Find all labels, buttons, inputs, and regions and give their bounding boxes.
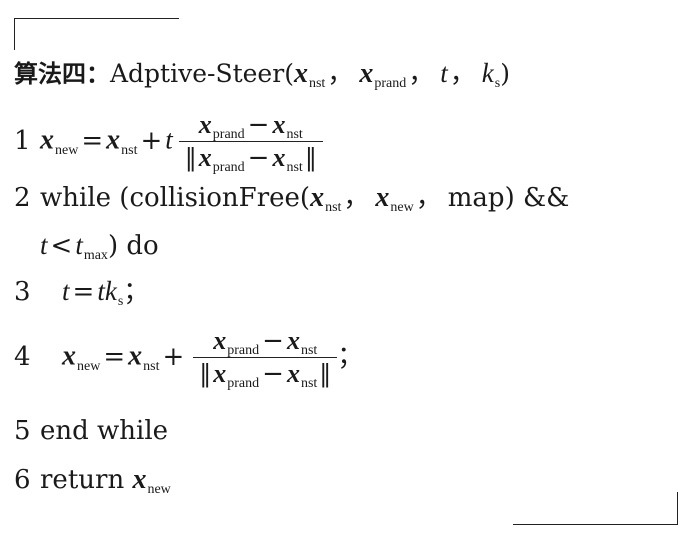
frame-corner-top-left-vertical	[14, 18, 15, 50]
algorithm-line-2-continued: t<tmax) do	[40, 230, 159, 263]
function-name: Adptive-Steer	[110, 59, 285, 88]
frame-corner-bottom-right-horizontal	[513, 524, 678, 525]
algorithm-title: 算法四：Adptive-Steer(xnst，xprand，t，ks)	[14, 58, 510, 91]
fraction-2: xprand−xnst‖xprand−xnst‖	[193, 328, 338, 391]
frame-corner-top-left-horizontal	[14, 18, 179, 19]
frame-corner-bottom-right-vertical	[677, 492, 678, 525]
fraction-1: xprand−xnst‖xprand−xnst‖	[178, 112, 323, 175]
algorithm-label: 算法四：	[14, 60, 110, 88]
